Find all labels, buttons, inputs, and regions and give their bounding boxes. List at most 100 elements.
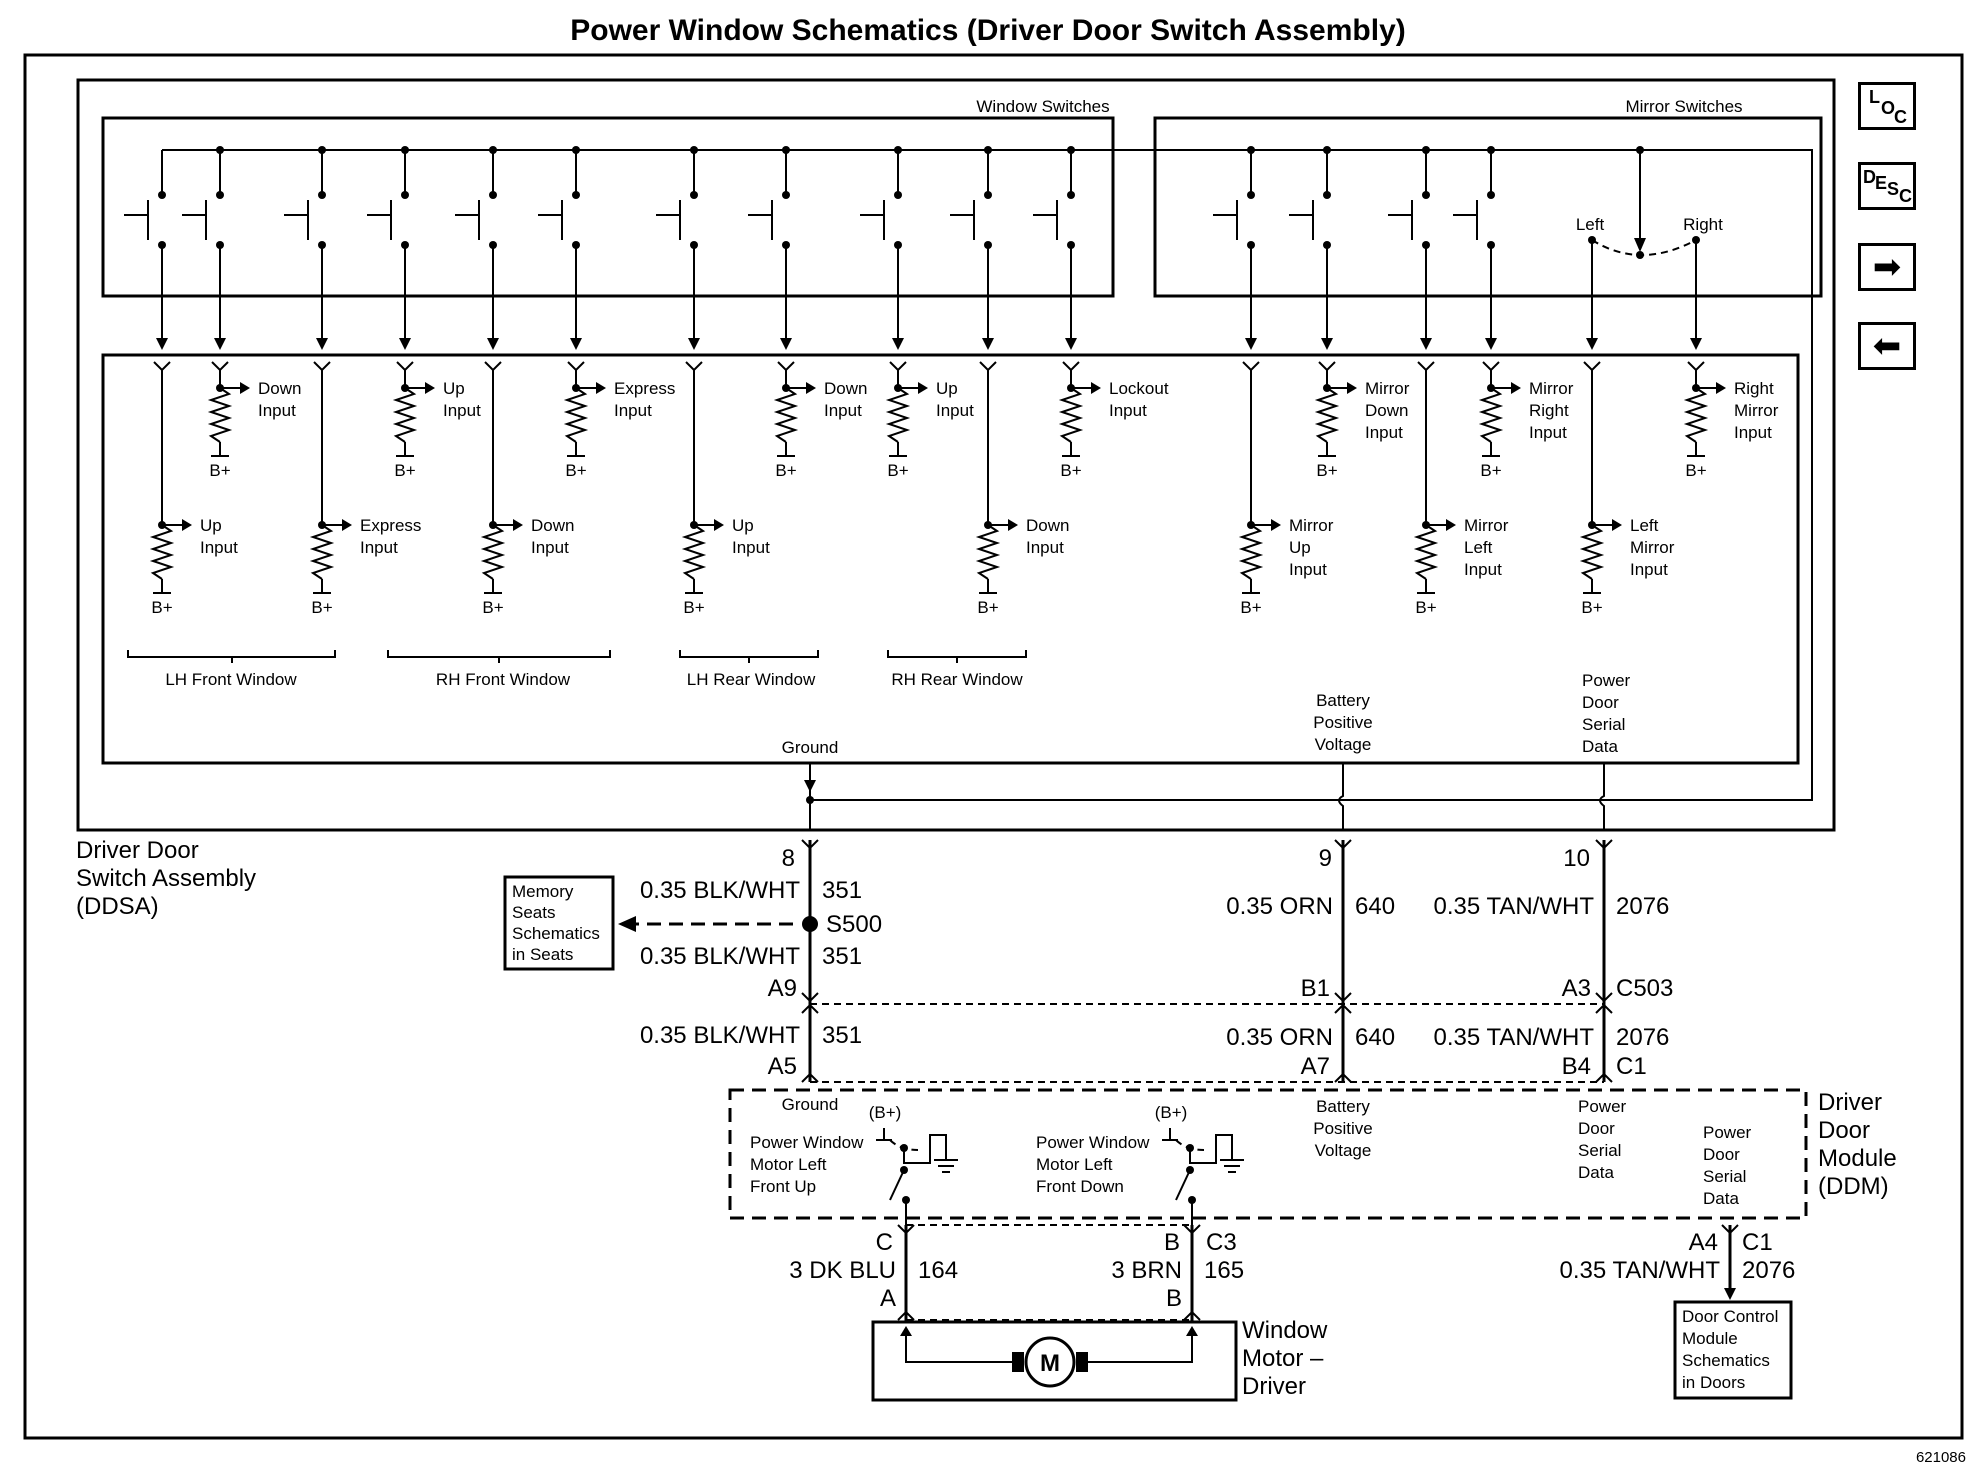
mirror-switch-terminals	[1247, 146, 1700, 259]
serial-wire-color-2: 0.35 TAN/WHT	[1434, 1024, 1595, 1051]
input-label: Mirror	[1630, 538, 1675, 557]
connector-chevron	[1482, 361, 1500, 372]
motor-pin-b: B	[1166, 1285, 1182, 1312]
memory-seats-box[interactable]	[503, 875, 615, 971]
memory-seats-line-1: Memory	[512, 882, 574, 901]
ddsa-serial-label-1: Power	[1582, 671, 1631, 690]
mirror-select-arrow	[1634, 238, 1646, 252]
connector-c1: C1	[1616, 1053, 1647, 1080]
input-label: Input	[1464, 560, 1502, 579]
input-label: Input	[1026, 538, 1064, 557]
motor-symbol-label: M	[1040, 1350, 1060, 1377]
input-circuit-box	[101, 353, 1800, 765]
bplus-label: B+	[565, 461, 586, 480]
connector-chevron	[889, 361, 907, 372]
desc-button[interactable]: D E S C	[1858, 162, 1916, 210]
connector-c503: C503	[1616, 975, 1673, 1002]
input-label: Down	[531, 516, 574, 535]
input-label: Express	[360, 516, 421, 535]
bplus-terminal	[211, 442, 229, 457]
resistor	[309, 524, 335, 580]
relay-up-nodes	[900, 1144, 910, 1204]
input-label: Input	[1630, 560, 1668, 579]
splice-dot	[802, 916, 818, 932]
next-button[interactable]: ➡	[1858, 243, 1916, 291]
previous-button[interactable]: ⬅	[1858, 322, 1916, 370]
door-wire-color: 0.35 TAN/WHT	[1560, 1257, 1721, 1284]
battery-trunk	[1338, 763, 1344, 830]
bplus-label: B+	[1685, 461, 1706, 480]
loc-letter-c: C	[1894, 107, 1907, 127]
ddsa-serial-label-3: Serial	[1582, 715, 1625, 734]
resistor	[1314, 387, 1340, 443]
door-control-box[interactable]	[1673, 1300, 1793, 1400]
input-signal-arrow	[1511, 382, 1521, 394]
connector-arrow	[1321, 338, 1333, 350]
ddm-title-3: Module	[1818, 1145, 1897, 1172]
input-signal-arrow	[714, 519, 724, 531]
input-label: Input	[531, 538, 569, 557]
connector-chevron	[567, 361, 585, 372]
relay-down-line-3: Front Down	[1036, 1177, 1124, 1196]
bplus-label: B+	[1480, 461, 1501, 480]
motor-symbol	[1024, 1336, 1076, 1388]
input-label: Left	[1464, 538, 1493, 557]
motor-label-3: Driver	[1242, 1373, 1306, 1400]
pin-b4: B4	[1562, 1053, 1591, 1080]
motor-brush-right	[1076, 1352, 1088, 1372]
switch-bus-return	[810, 149, 1813, 801]
ground-circuit-2: 351	[822, 943, 862, 970]
connector-arrow	[982, 338, 994, 350]
input-label: Mirror	[1289, 516, 1334, 535]
connector-arrow	[214, 338, 226, 350]
input-signal-arrow	[596, 382, 606, 394]
ground-circuit-3: 351	[822, 1022, 862, 1049]
bplus-label: B+	[1581, 598, 1602, 617]
serial-circuit-1: 2076	[1616, 893, 1669, 920]
window-switch-blades	[124, 200, 1058, 240]
loc-letter-l: L	[1869, 87, 1880, 107]
loc-button[interactable]: L O C	[1858, 82, 1916, 130]
connector-chevron	[484, 361, 502, 372]
bplus-label: B+	[1240, 598, 1261, 617]
connector-chevron	[153, 361, 171, 372]
battery-circuit-2: 640	[1355, 1024, 1395, 1051]
input-signal-arrow	[1446, 519, 1456, 531]
connector-arrow	[1065, 338, 1077, 350]
resistor	[1683, 387, 1709, 443]
pin-a7: A7	[1301, 1053, 1330, 1080]
pin-c: C	[876, 1229, 893, 1256]
input-circuits: B+UpInputB+DownInputB+ExpressInputB+UpIn…	[149, 370, 1779, 617]
input-signal-arrow	[1271, 519, 1281, 531]
ddsa-serial-label-4: Data	[1582, 737, 1618, 756]
ddm-serial1-line-4: Data	[1578, 1163, 1614, 1182]
ddm-serial1-line-2: Door	[1578, 1119, 1615, 1138]
pin-a3: A3	[1562, 975, 1591, 1002]
ddsa-title-3: (DDSA)	[76, 893, 159, 920]
memory-seats-line-4: in Seats	[512, 945, 573, 964]
ddm-serial2-line-4: Data	[1703, 1189, 1739, 1208]
pin-a9: A9	[768, 975, 797, 1002]
pin-b1: B1	[1301, 975, 1330, 1002]
connector-c3: C3	[1206, 1229, 1237, 1256]
diagram-title: Power Window Schematics (Driver Door Swi…	[570, 14, 1406, 47]
input-label: Up	[200, 516, 222, 535]
ddm-battery-line-3: Voltage	[1315, 1141, 1372, 1160]
bplus-terminal	[153, 579, 171, 594]
connector-chevron	[396, 361, 414, 372]
input-label: Input	[732, 538, 770, 557]
connector-arrow	[780, 338, 792, 350]
door-circuit: 2076	[1742, 1257, 1795, 1284]
input-signal-arrow	[182, 519, 192, 531]
input-label: Input	[824, 401, 862, 420]
connector-c1-ddm: C1	[1742, 1229, 1773, 1256]
input-signal-arrow	[513, 519, 523, 531]
group-brackets	[127, 650, 1027, 663]
motor-connector-chevrons	[897, 1224, 1201, 1321]
relay-up-line-1: Power Window	[750, 1133, 864, 1152]
arrow-right-icon: ➡	[1872, 247, 1902, 287]
